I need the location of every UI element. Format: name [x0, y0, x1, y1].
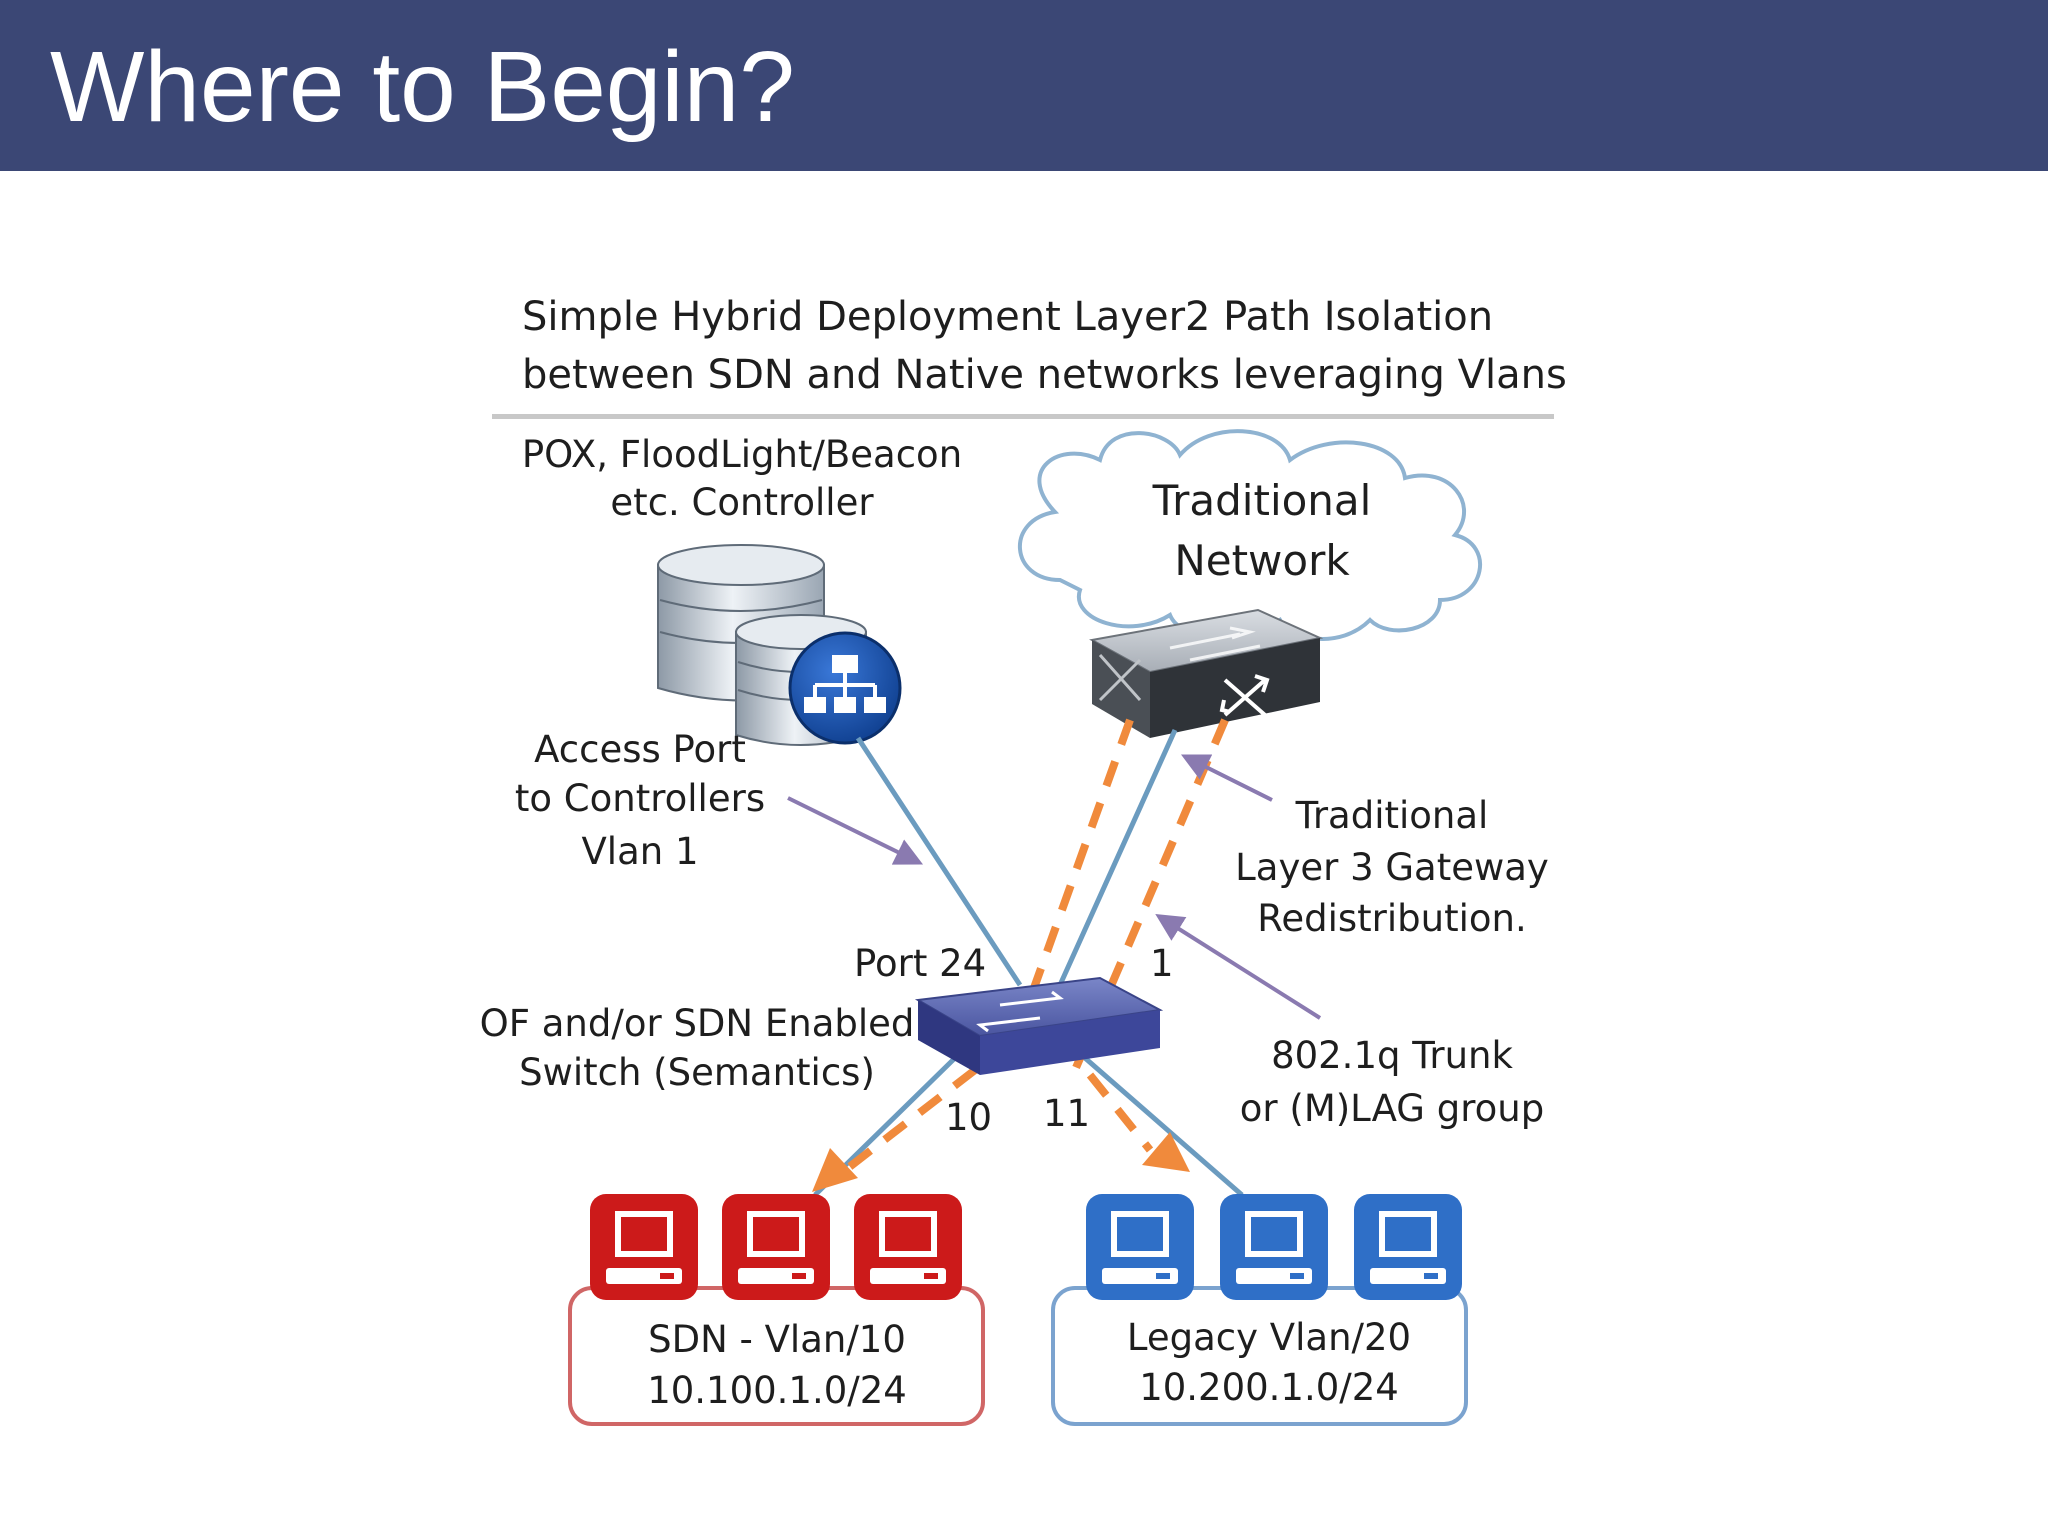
traditional-switch-icon — [1089, 608, 1324, 738]
switch-label-line2: Switch (Semantics) — [519, 1051, 875, 1094]
access-port-label-line1: Access Port — [534, 728, 746, 771]
link-traditional-to-switch — [1057, 728, 1178, 987]
cloud-label-line2: Network — [1174, 536, 1350, 585]
controller-network-badge-icon — [788, 631, 902, 745]
caption-divider — [492, 414, 1554, 419]
cloud-label-line1: Traditional — [1152, 476, 1372, 525]
gateway-label-line3: Redistribution. — [1257, 897, 1526, 940]
sdn-path-lower — [845, 1066, 978, 1172]
link-switch-to-legacy-group — [1083, 1056, 1244, 1197]
legacy-host-icon — [1086, 1194, 1194, 1300]
access-port-callout-arrow — [787, 796, 924, 865]
port-1-label: 1 — [1150, 942, 1174, 985]
sdn-host-icon — [590, 1194, 698, 1300]
sdn-host-icon — [722, 1194, 830, 1300]
legacy-group-label-line1: Legacy Vlan/20 — [1127, 1316, 1411, 1359]
title-bar: Where to Begin? — [0, 0, 2048, 171]
controller-label-line1: POX, FloodLight/Beacon — [522, 433, 962, 476]
switch-label-line1: OF and/or SDN Enabled — [480, 1002, 915, 1045]
gateway-label-line2: Layer 3 Gateway — [1235, 846, 1549, 889]
sdn-switch-icon — [914, 976, 1164, 1075]
trunk-callout-arrow — [1155, 914, 1322, 1020]
port-10-label: 10 — [945, 1096, 992, 1139]
legacy-path-lower — [1086, 1072, 1154, 1153]
legacy-host-icon — [1354, 1194, 1462, 1300]
sdn-group-label-line2: 10.100.1.0/24 — [647, 1369, 907, 1412]
access-port-label-line3: Vlan 1 — [581, 830, 698, 873]
legacy-host-icon — [1220, 1194, 1328, 1300]
port-24-label: Port 24 — [854, 942, 986, 985]
gateway-label-line1: Traditional — [1295, 794, 1489, 837]
access-port-label-line2: to Controllers — [515, 777, 765, 820]
sdn-group-label-line1: SDN - Vlan/10 — [648, 1318, 906, 1361]
controller-label-line2: etc. Controller — [610, 481, 874, 524]
port-11-label: 11 — [1043, 1092, 1090, 1135]
legacy-group-label-line2: 10.200.1.0/24 — [1139, 1366, 1399, 1409]
sdn-path-arrowhead-icon — [812, 1148, 858, 1192]
sdn-host-icon — [854, 1194, 962, 1300]
diagram-caption-line1: Simple Hybrid Deployment Layer2 Path Iso… — [522, 294, 1493, 340]
gateway-callout-arrow — [1180, 754, 1273, 802]
legacy-path-arrowhead-icon — [1142, 1132, 1190, 1172]
diagram-caption-line2: between SDN and Native networks leveragi… — [522, 352, 1567, 398]
sdn-path-upper — [1006, 718, 1134, 1057]
slide-title: Where to Begin? — [50, 31, 795, 143]
link-controller-to-switch — [855, 736, 1023, 987]
trunk-label-line2: or (M)LAG group — [1240, 1087, 1544, 1130]
trunk-label-line1: 802.1q Trunk — [1271, 1034, 1513, 1077]
